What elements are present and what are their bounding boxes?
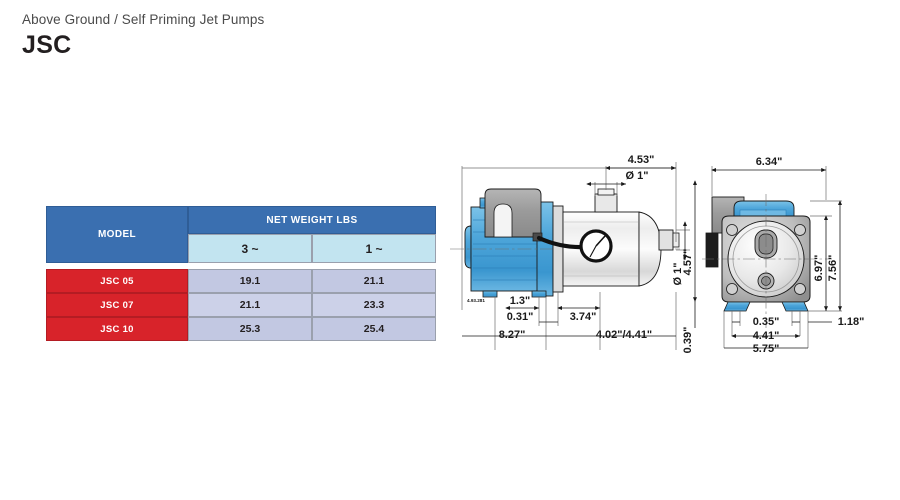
table-cell-model: JSC 10 (46, 317, 188, 341)
table-cell-model: JSC 07 (46, 293, 188, 317)
dim-discharge-port: Ø 1" (626, 170, 649, 182)
table-header-net-weight: NET WEIGHT LBS (188, 206, 436, 234)
net-weight-table: MODEL NET WEIGHT LBS 3 ~ 1 ~ JSC 05 19.1… (46, 206, 436, 341)
table-spacer-row (46, 263, 436, 269)
table-cell-three-phase: 25.3 (188, 317, 312, 341)
dim-height-body: 6.97" (813, 255, 825, 282)
table-row: JSC 10 25.3 25.4 (46, 317, 436, 341)
pump-side-view: 4.93.281 4.53" Ø 1" Ø 1" 1.3" 0.31" 3.7 (450, 154, 697, 354)
table-spacer-cell (188, 263, 312, 269)
page-title: JSC (22, 31, 72, 59)
table-cell-one-phase: 21.1 (312, 269, 436, 293)
dim-pump-length: 4.02"/4.41" (596, 329, 652, 341)
dim-width-overall: 6.34" (756, 156, 783, 168)
dim-foot-bolt-span: 4.41" (753, 330, 780, 342)
page-subtitle: Above Ground / Self Priming Jet Pumps (22, 12, 265, 27)
table-cell-model: JSC 05 (46, 269, 188, 293)
dim-right-offset: 1.18" (838, 316, 865, 328)
dim-height-center: 4.57" (682, 249, 694, 276)
table-spacer-cell (46, 263, 188, 269)
drawing-reference: 4.93.281 (467, 298, 485, 303)
pump-front-view: 6.34" 6.97" (702, 156, 864, 355)
table-subheader-row: 3 ~ 1 ~ (46, 234, 436, 263)
table-row: JSC 05 19.1 21.1 (46, 269, 436, 293)
table-cell-one-phase: 23.3 (312, 293, 436, 317)
table-cell-three-phase: 19.1 (188, 269, 312, 293)
table-spacer-cell (312, 263, 436, 269)
table-cell-one-phase: 25.4 (312, 317, 436, 341)
dim-foot-hole-width: 0.35" (753, 316, 780, 328)
net-weight-table-wrapper: MODEL NET WEIGHT LBS 3 ~ 1 ~ JSC 05 19.1… (46, 206, 436, 341)
dim-motor-length: 8.27" (499, 329, 526, 341)
dim-height-overall: 7.56" (827, 255, 839, 282)
technical-drawings: 4.93.281 4.53" Ø 1" Ø 1" 1.3" 0.31" 3.7 (440, 150, 900, 380)
dim-discharge-offset: 4.53" (628, 154, 655, 166)
page-header: Above Ground / Self Priming Jet Pumps JS… (22, 12, 264, 60)
dim-foot-span: 3.74" (570, 311, 597, 323)
table-row: JSC 07 21.1 23.3 (46, 293, 436, 317)
dim-base-width: 5.75" (753, 343, 780, 355)
dim-foot-edge: 0.31" (507, 311, 534, 323)
table-header-model: MODEL (46, 206, 188, 263)
table-cell-three-phase: 21.1 (188, 293, 312, 317)
dim-foot-hole: 1.3" (510, 295, 531, 307)
dim-suction-port: Ø 1" (672, 263, 684, 286)
table-subheader-one-phase: 1 ~ (312, 234, 436, 263)
table-header-row: MODEL NET WEIGHT LBS (46, 206, 436, 263)
dim-foot-height: 0.39" (682, 327, 694, 354)
table-subheader-three-phase: 3 ~ (188, 234, 312, 263)
